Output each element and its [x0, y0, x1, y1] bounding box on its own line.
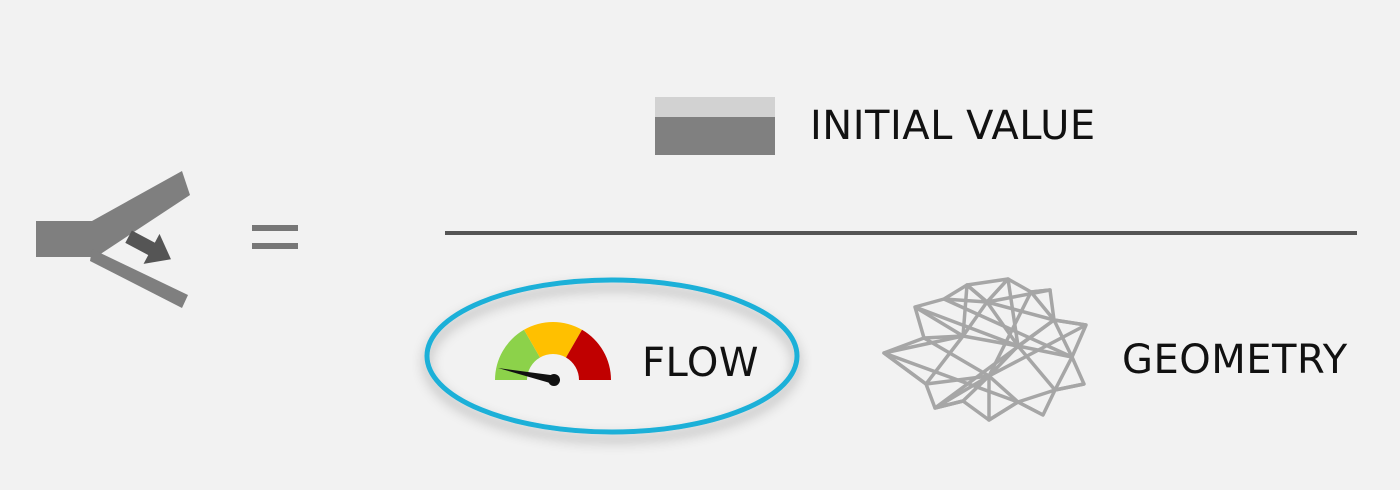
fraction-line: [445, 231, 1357, 235]
wire-mesh-icon: [882, 277, 1088, 422]
initial-value-bar-icon: [655, 97, 775, 155]
gauge-icon: [495, 321, 611, 386]
geometry-label: GEOMETRY: [1122, 337, 1348, 383]
initial-value-bar-top: [655, 97, 775, 117]
flow-highlight-ellipse: [424, 277, 800, 435]
initial-value-label: INITIAL VALUE: [810, 103, 1096, 149]
equals-icon: [252, 222, 302, 254]
initial-value-bar-bottom: [655, 117, 775, 155]
flow-label: FLOW: [642, 340, 759, 386]
branch-split-arrow-icon: [36, 171, 190, 308]
